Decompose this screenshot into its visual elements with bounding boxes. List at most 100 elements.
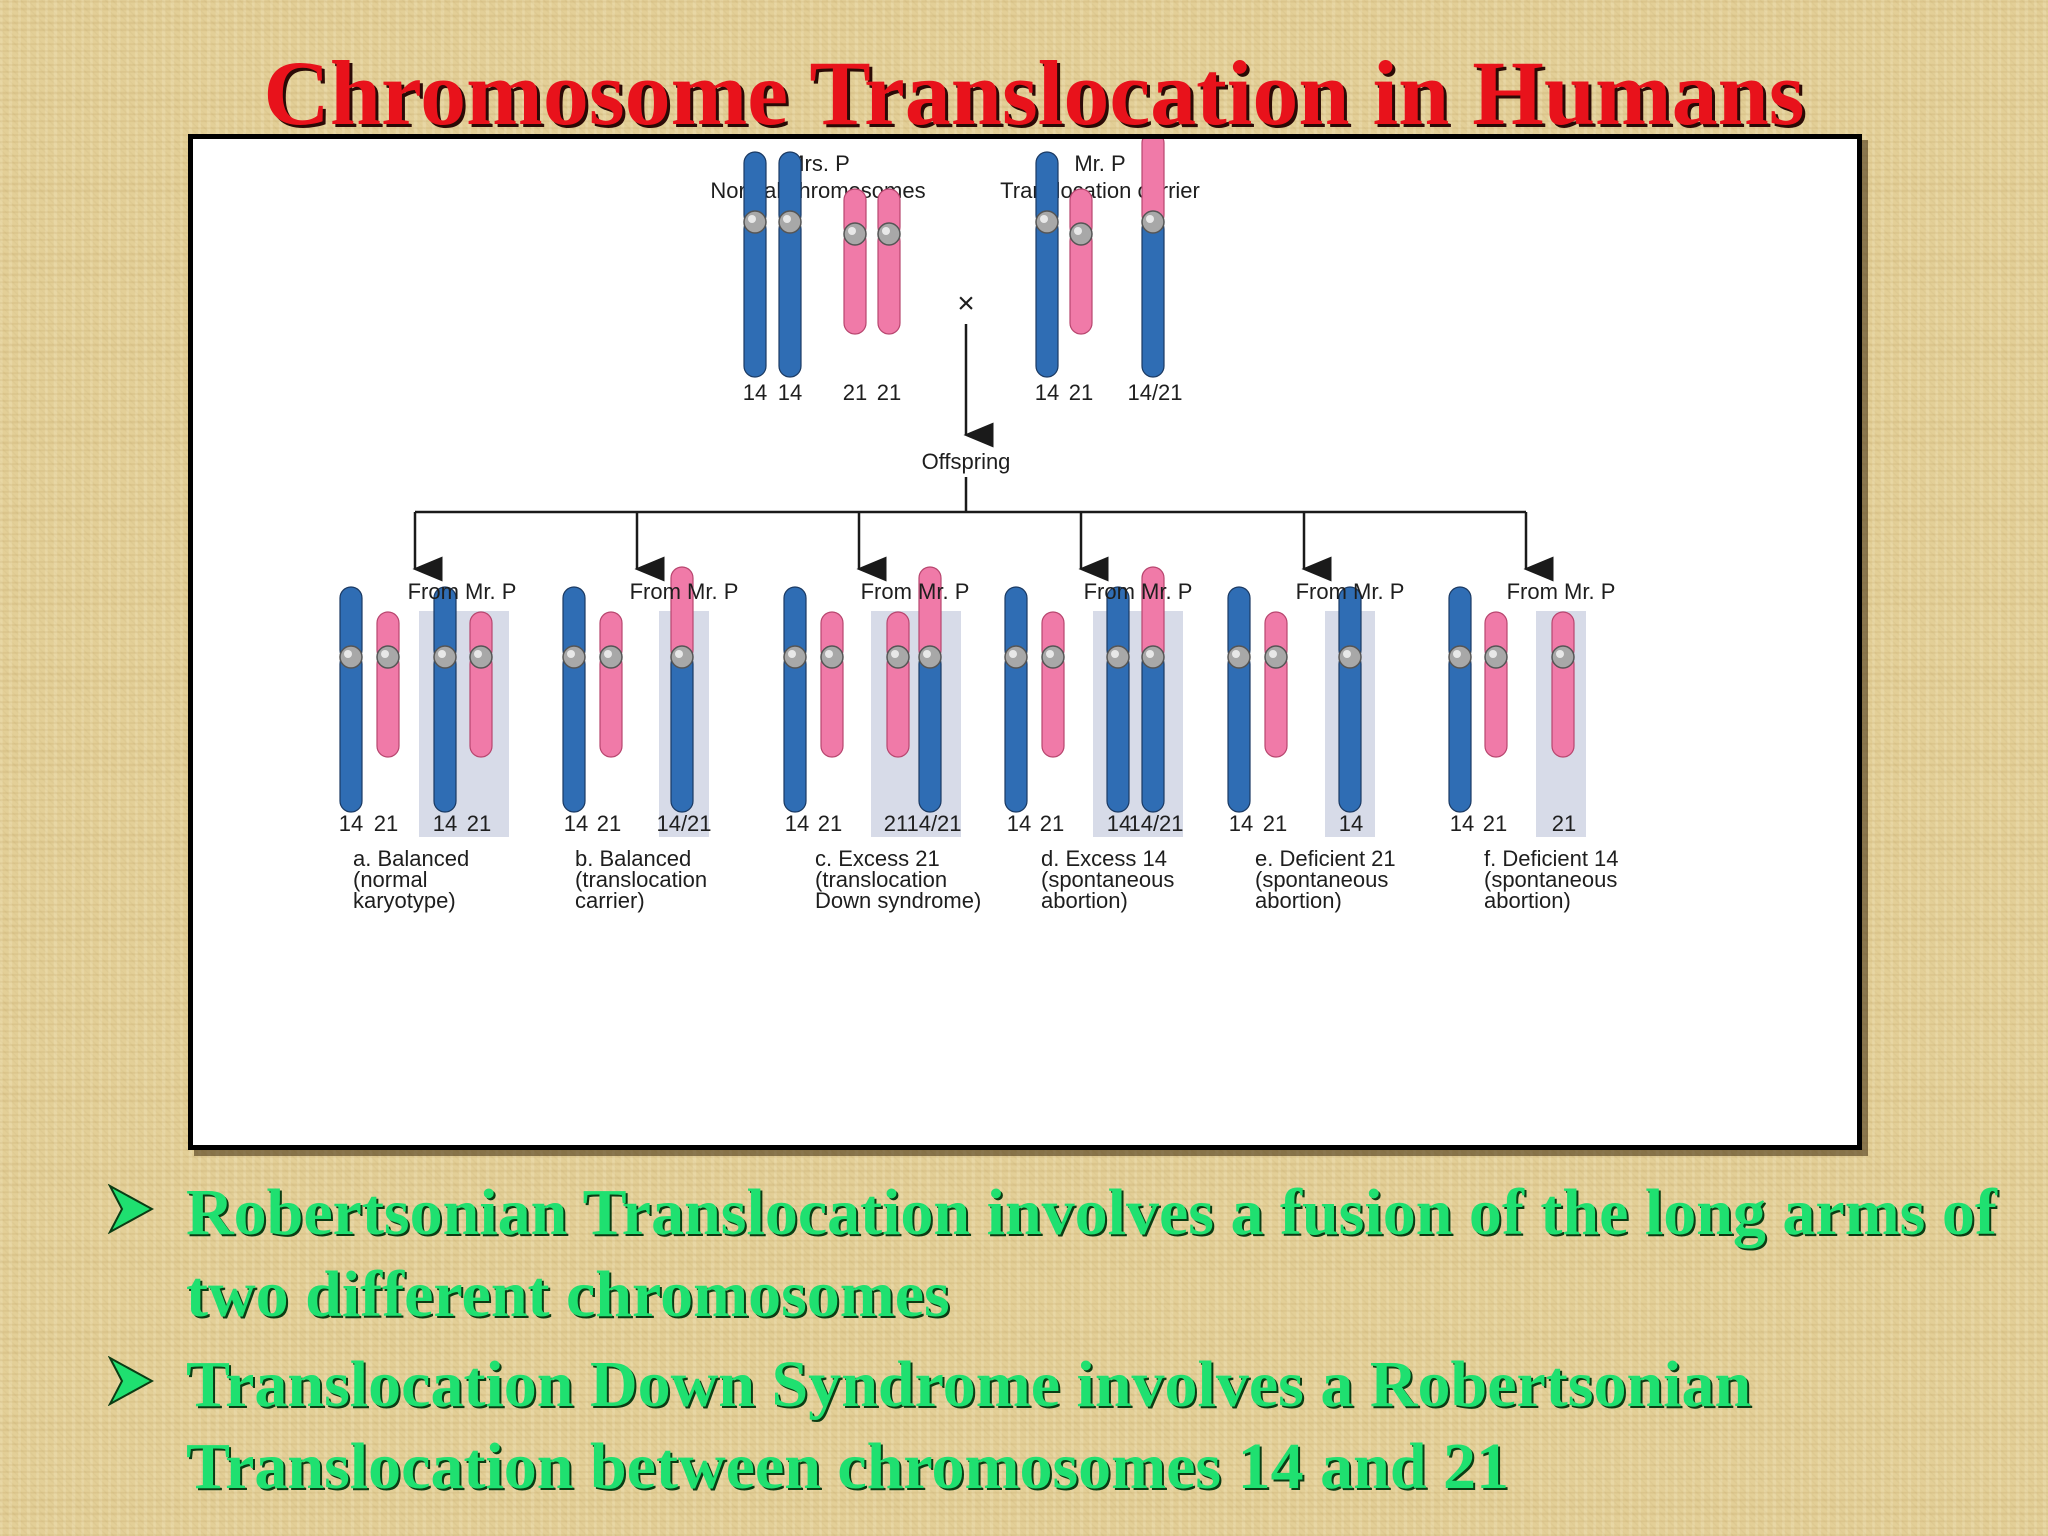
chromosome-14 (1106, 586, 1130, 813)
centromere (1069, 222, 1093, 246)
offspring-caption: (spontaneous (1484, 867, 1617, 892)
mother-chromosome-14 (778, 151, 802, 378)
centromere (843, 222, 867, 246)
paternal-contribution-box (419, 611, 509, 837)
offspring-chrom-label: 14/21 (656, 811, 711, 836)
chromosome-arm-long (433, 652, 457, 813)
chromosome-21 (1041, 611, 1065, 758)
centromere-highlight (1453, 650, 1461, 658)
centromere (1041, 645, 1065, 669)
centromere-highlight (1046, 650, 1054, 658)
chromosome-arm-long (339, 652, 363, 813)
offspring-caption: d. Excess 14 (1041, 846, 1167, 871)
centromere-highlight (1111, 650, 1119, 658)
chromosome-21 (1551, 611, 1575, 758)
bracket-arrows (412, 512, 1554, 582)
offspring-chrom-label: 21 (374, 811, 398, 836)
chromosome-14-21-translocation (670, 566, 694, 813)
centromere-highlight (675, 650, 683, 658)
offspring-chrom-label: 21 (1040, 811, 1064, 836)
centromere-highlight (882, 227, 890, 235)
father-chromosome-14-21 (1141, 139, 1165, 378)
offspring-chrom-label: 21 (884, 811, 908, 836)
centromere (1551, 645, 1575, 669)
chromosome-14 (433, 586, 457, 813)
offspring-caption: abortion) (1041, 888, 1128, 913)
centromere-highlight (604, 650, 612, 658)
centromere (1106, 645, 1130, 669)
slide-title: Chromosome Translocation in Humans (263, 42, 1805, 144)
centromere-highlight (1489, 650, 1497, 658)
from-mr-p-label: From Mr. P (1507, 579, 1616, 604)
chromosome-14 (1338, 586, 1362, 813)
mother-chromosome-21 (843, 188, 867, 335)
arrow-bullet-icon (108, 1356, 154, 1406)
chromosome-14-21-translocation (1141, 566, 1165, 813)
chromosome-arm-long (1227, 652, 1251, 813)
offspring-chrom-label: 21 (1552, 811, 1576, 836)
chromosome-21 (376, 611, 400, 758)
chromosome-arm-long (743, 217, 767, 378)
chromosome-14 (562, 586, 586, 813)
offspring-caption: f. Deficient 14 (1484, 846, 1619, 871)
chromosome-layer (743, 139, 1165, 378)
offspring-chrom-label: 21 (467, 811, 491, 836)
offspring-caption: c. Excess 21 (815, 846, 940, 871)
centromere-highlight (1074, 227, 1082, 235)
centromere (670, 645, 694, 669)
father-chrom-label: 14 (1035, 380, 1059, 405)
offspring-caption: (translocation (575, 867, 707, 892)
chromosome-21 (469, 611, 493, 758)
bullet-item: Robertsonian Translocation involves a fu… (108, 1172, 2038, 1336)
offspring-chrom-label: 21 (1483, 811, 1507, 836)
offspring-label: Offspring (922, 449, 1011, 474)
father-chromosome-21 (1069, 188, 1093, 335)
offspring-chrom-label: 14 (1107, 811, 1131, 836)
offspring-caption: carrier) (575, 888, 645, 913)
centromere (778, 210, 802, 234)
centromere (1448, 645, 1472, 669)
offspring-chrom-label: 14 (785, 811, 809, 836)
chromosome-14 (1227, 586, 1251, 813)
centromere-highlight (1146, 215, 1154, 223)
chromosome-14 (1448, 586, 1472, 813)
centromere (820, 645, 844, 669)
offspring-caption: abortion) (1255, 888, 1342, 913)
chromosome-21 (886, 611, 910, 758)
centromere-highlight (923, 650, 931, 658)
father-chromosome-14 (1035, 151, 1059, 378)
centromere-highlight (825, 650, 833, 658)
centromere-highlight (381, 650, 389, 658)
father-chrom-label: 21 (1069, 380, 1093, 405)
centromere (1141, 645, 1165, 669)
father-description: Translocation carrier (1000, 178, 1200, 203)
cross-symbol: × (957, 287, 975, 320)
offspring-chrom-label: 21 (597, 811, 621, 836)
centromere (918, 645, 942, 669)
chromosome-arm-long (1338, 652, 1362, 813)
offspring-chrom-label: 14/21 (906, 811, 961, 836)
centromere-highlight (344, 650, 352, 658)
chromosome-arm-long (1141, 652, 1165, 813)
centromere (376, 645, 400, 669)
translocation-figure: Mrs. P Normal chromosomes Mr. P Transloc… (188, 134, 1862, 1150)
centromere-highlight (474, 650, 482, 658)
father-chrom-label: 14/21 (1127, 380, 1182, 405)
centromere (1264, 645, 1288, 669)
bullet-list: Robertsonian Translocation involves a fu… (108, 1172, 2038, 1516)
centromere (469, 645, 493, 669)
chromosome-14 (339, 586, 363, 813)
offspring-caption: karyotype) (353, 888, 456, 913)
offspring-chrom-label: 21 (1263, 811, 1287, 836)
centromere (1035, 210, 1059, 234)
offspring-caption: (spontaneous (1041, 867, 1174, 892)
centromere-highlight (891, 650, 899, 658)
mother-chromosome-21 (877, 188, 901, 335)
chromosome-21 (820, 611, 844, 758)
centromere-highlight (1040, 215, 1048, 223)
from-mr-p-label: From Mr. P (630, 579, 739, 604)
